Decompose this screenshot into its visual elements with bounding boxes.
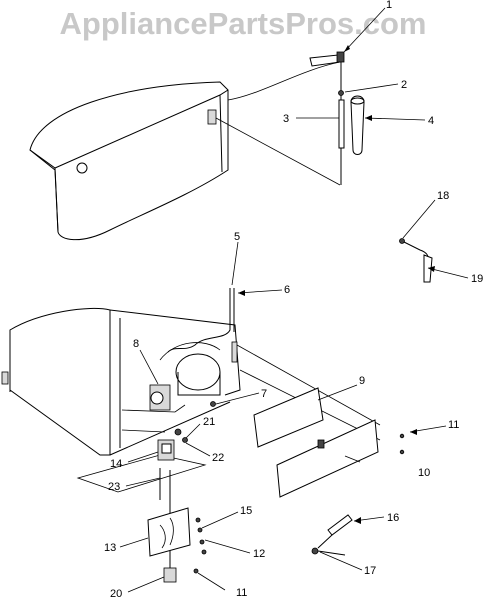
upper-cabinet bbox=[29, 61, 341, 241]
callout-5: 5 bbox=[234, 231, 240, 243]
callout-20: 20 bbox=[110, 588, 122, 600]
callout-2: 2 bbox=[401, 79, 407, 91]
callout-1: 1 bbox=[386, 0, 392, 11]
callout-15: 15 bbox=[240, 505, 252, 517]
leader-lines bbox=[119, 7, 469, 593]
drain-assembly bbox=[309, 51, 365, 185]
callout-17: 17 bbox=[364, 565, 376, 577]
callout-3: 3 bbox=[283, 113, 289, 125]
callout-19: 19 bbox=[471, 273, 483, 285]
callout-6: 6 bbox=[284, 284, 290, 296]
callout-14: 14 bbox=[110, 458, 122, 470]
part-16-17 bbox=[311, 514, 353, 556]
callout-7: 7 bbox=[261, 388, 267, 400]
part-18-19 bbox=[399, 238, 433, 283]
callout-23: 23 bbox=[108, 481, 120, 493]
callout-11-top: 11 bbox=[448, 419, 459, 431]
callout-8: 8 bbox=[133, 338, 139, 350]
control-bracket bbox=[76, 401, 216, 583]
watermark-logo: AppliancePartsPros.com bbox=[59, 6, 427, 41]
callout-21: 21 bbox=[203, 416, 215, 428]
callout-12: 12 bbox=[253, 548, 265, 560]
callout-22: 22 bbox=[212, 452, 224, 464]
callout-9: 9 bbox=[359, 375, 365, 387]
callout-16: 16 bbox=[387, 512, 399, 524]
access-panels bbox=[253, 387, 405, 498]
callout-13: 13 bbox=[104, 542, 116, 554]
callout-10: 10 bbox=[418, 467, 430, 479]
callout-11-bottom: 11 bbox=[236, 587, 247, 599]
callout-4: 4 bbox=[428, 115, 434, 127]
callout-18: 18 bbox=[437, 190, 449, 202]
callout-labels: 1 2 3 4 5 6 7 8 9 10 11 11 12 13 14 15 1… bbox=[104, 0, 483, 600]
lower-cabinet bbox=[1, 288, 381, 456]
